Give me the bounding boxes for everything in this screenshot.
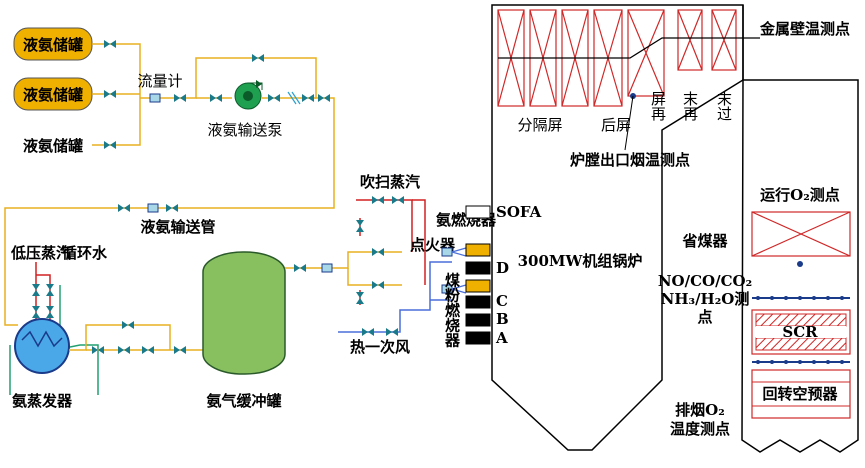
burner-port-d xyxy=(465,261,491,275)
level-d-label: D xyxy=(496,259,509,277)
purge-steam-valve-2[interactable] xyxy=(392,196,404,204)
buffer-tank-section: 氨气缓冲罐 xyxy=(202,251,360,410)
evap-outlet-valve-3[interactable] xyxy=(142,346,154,354)
gas-probe-line3: 点 xyxy=(697,308,712,326)
tank1-outlet-valve[interactable] xyxy=(104,40,116,48)
economizer-label: 省煤器 xyxy=(681,232,728,250)
burner-stack xyxy=(465,205,491,345)
primary-air-valve-2[interactable] xyxy=(386,328,398,336)
level-a-label: A xyxy=(495,329,508,347)
rear-panel-label: 后屏 xyxy=(601,116,631,134)
pump-outlet-valve[interactable] xyxy=(268,94,280,102)
flowmeter-valve[interactable] xyxy=(174,94,186,102)
pump-inlet-valve[interactable] xyxy=(210,94,222,102)
probe-bar-upper xyxy=(752,296,850,300)
steam-inlet-valve-1[interactable] xyxy=(32,284,40,296)
ammonia-storage-section: 液氨储罐 液氨储罐 液氨储罐 流量计 xyxy=(4,27,335,326)
gas-probe-line1: NO/CO/CO₂ xyxy=(658,272,752,290)
final-reheater-label: 末再 xyxy=(681,91,699,122)
buffer-outlet-valve[interactable] xyxy=(294,264,306,272)
check-valve-icon xyxy=(287,91,301,105)
boiler-section: 金属壁温测点 分隔屏 后屏 屏再 末再 末过 炉膛出口烟温测点 300MW机组锅… xyxy=(491,4,859,453)
scr-label: SCR xyxy=(782,323,818,341)
ammonia-burner-port-1 xyxy=(465,243,491,257)
hot-primary-air-label: 热一次风 xyxy=(350,338,410,356)
pump-icon xyxy=(234,80,263,110)
metal-wall-probe-line xyxy=(498,37,760,59)
transfer-pipe-valve-1[interactable] xyxy=(118,204,130,212)
purge-branch-valve-1[interactable] xyxy=(356,220,364,232)
transfer-pipe-meter-icon xyxy=(147,203,159,213)
coal-burner-label: 煤粉燃烧器 xyxy=(443,273,461,349)
economizer-box xyxy=(751,211,851,257)
ammonia-burner-valve-2[interactable] xyxy=(372,281,384,289)
burner-port-b xyxy=(465,313,491,327)
level-b-label: B xyxy=(496,310,509,328)
level-c-label: C xyxy=(496,292,508,310)
buffer-tank-label: 氨气缓冲罐 xyxy=(206,392,281,410)
sofa-port xyxy=(465,205,491,219)
o2-probe-point xyxy=(797,261,803,267)
low-pressure-steam-text: 低压蒸汽 xyxy=(10,244,71,262)
exhaust-probe-line1: 排烟O₂ xyxy=(675,401,725,419)
ammonia-tank-2-label: 液氨储罐 xyxy=(23,86,83,104)
primary-air-valve-1[interactable] xyxy=(362,328,374,336)
tank2-outlet-valve[interactable] xyxy=(104,90,116,98)
purge-branch-valve-2[interactable] xyxy=(356,292,364,304)
evap-outlet-valve-4[interactable] xyxy=(174,346,186,354)
transfer-pipe-label: 液氨输送管 xyxy=(140,218,215,236)
metal-wall-probe-label: 金属壁温测点 xyxy=(759,20,850,38)
o2-probe-label: 运行O₂测点 xyxy=(760,186,840,204)
burner-port-a xyxy=(465,331,491,345)
scr-reactor xyxy=(751,309,851,355)
exhaust-probe-line2: 温度测点 xyxy=(670,420,730,438)
buffer-tank xyxy=(202,251,286,375)
water-inlet-valve[interactable] xyxy=(46,306,54,318)
final-superheater-label: 末过 xyxy=(715,91,733,121)
circulating-water-label: 循环水 xyxy=(62,244,108,262)
flowmeter-icon xyxy=(149,93,161,103)
back-pass-outline xyxy=(741,79,859,453)
steam-inlet-valve-2[interactable] xyxy=(46,284,54,296)
air-preheater xyxy=(751,369,851,419)
gas-probe-line2: NH₃/H₂O测 xyxy=(661,290,750,308)
pump-bypass-valve[interactable] xyxy=(318,94,330,102)
bypass-line-valve[interactable] xyxy=(252,54,264,62)
evaporator-label: 氨蒸发器 xyxy=(12,392,73,410)
probe-bar-lower xyxy=(752,360,850,364)
pump-label: 液氨输送泵 xyxy=(207,121,282,139)
low-pressure-steam-label: 低压蒸汽 xyxy=(10,244,71,262)
metal-wall-probe-text: 金属壁温测点 xyxy=(759,20,850,38)
purge-steam-label: 吹扫蒸汽 xyxy=(360,173,420,191)
evaporator-section: 低压蒸汽 循环水 氨蒸发器 xyxy=(9,244,203,410)
ammonia-tank-2: 液氨储罐 xyxy=(13,77,93,111)
division-panel-label: 分隔屏 xyxy=(517,116,562,134)
ammonia-burner-meter-1 xyxy=(441,247,453,257)
evap-outlet-valve-2[interactable] xyxy=(118,346,130,354)
pump-discharge-valve[interactable] xyxy=(302,94,314,102)
steam-inlet-valve-3[interactable] xyxy=(32,306,40,318)
ammonia-tank-1: 液氨储罐 xyxy=(13,27,93,61)
flowmeter-label: 流量计 xyxy=(137,72,182,90)
evap-bypass-valve[interactable] xyxy=(122,321,134,329)
ammonia-tank-1-label: 液氨储罐 xyxy=(23,36,83,54)
sofa-label: SOFA xyxy=(496,203,542,221)
tank3-outlet-valve[interactable] xyxy=(104,141,116,149)
burner-port-c xyxy=(465,295,491,309)
burner-section: 吹扫蒸汽 点火器 热一次风 氨燃烧器 xyxy=(338,173,542,356)
air-preheater-label: 回转空预器 xyxy=(762,385,838,403)
ammonia-burner-valve-1[interactable] xyxy=(372,248,384,256)
evaporator-vessel xyxy=(14,318,70,374)
boiler-title: 300MW机组锅炉 xyxy=(518,252,643,270)
transfer-pipe-valve-2[interactable] xyxy=(166,204,178,212)
ammonia-tank-3-label: 液氨储罐 xyxy=(23,137,83,155)
purge-steam-valve-1[interactable] xyxy=(372,196,384,204)
buffer-outlet-meter-icon xyxy=(321,263,333,273)
ammonia-burner-port-2 xyxy=(465,279,491,293)
furnace-exit-probe-label: 炉膛出口烟温测点 xyxy=(570,151,690,169)
screen-reheater-label: 屏再 xyxy=(649,91,667,122)
